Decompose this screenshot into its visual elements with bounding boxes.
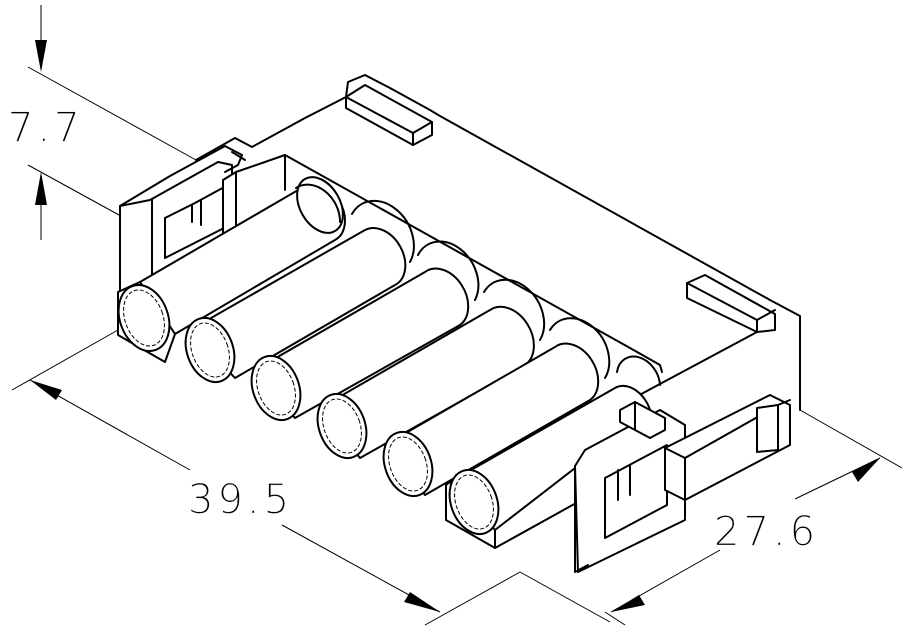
- cylinder-4: [316, 278, 546, 459]
- length-dimension: [11, 329, 611, 626]
- height-dimension: [27, 5, 197, 240]
- depth-dimension: [604, 409, 903, 626]
- cylinder-3: [250, 240, 480, 421]
- height-dimension-label: 7.7: [8, 105, 84, 151]
- cylinder-6: [445, 355, 661, 549]
- contact-cylinders: [117, 176, 661, 549]
- depth-dimension-label: 27.6: [714, 509, 820, 555]
- cylinder-5: [382, 317, 611, 497]
- length-dimension-label: 39.5: [188, 477, 294, 523]
- housing-body: [195, 74, 801, 411]
- right-latch: [574, 394, 791, 573]
- cylinder-1: [117, 176, 346, 363]
- cylinder-2: [184, 199, 415, 383]
